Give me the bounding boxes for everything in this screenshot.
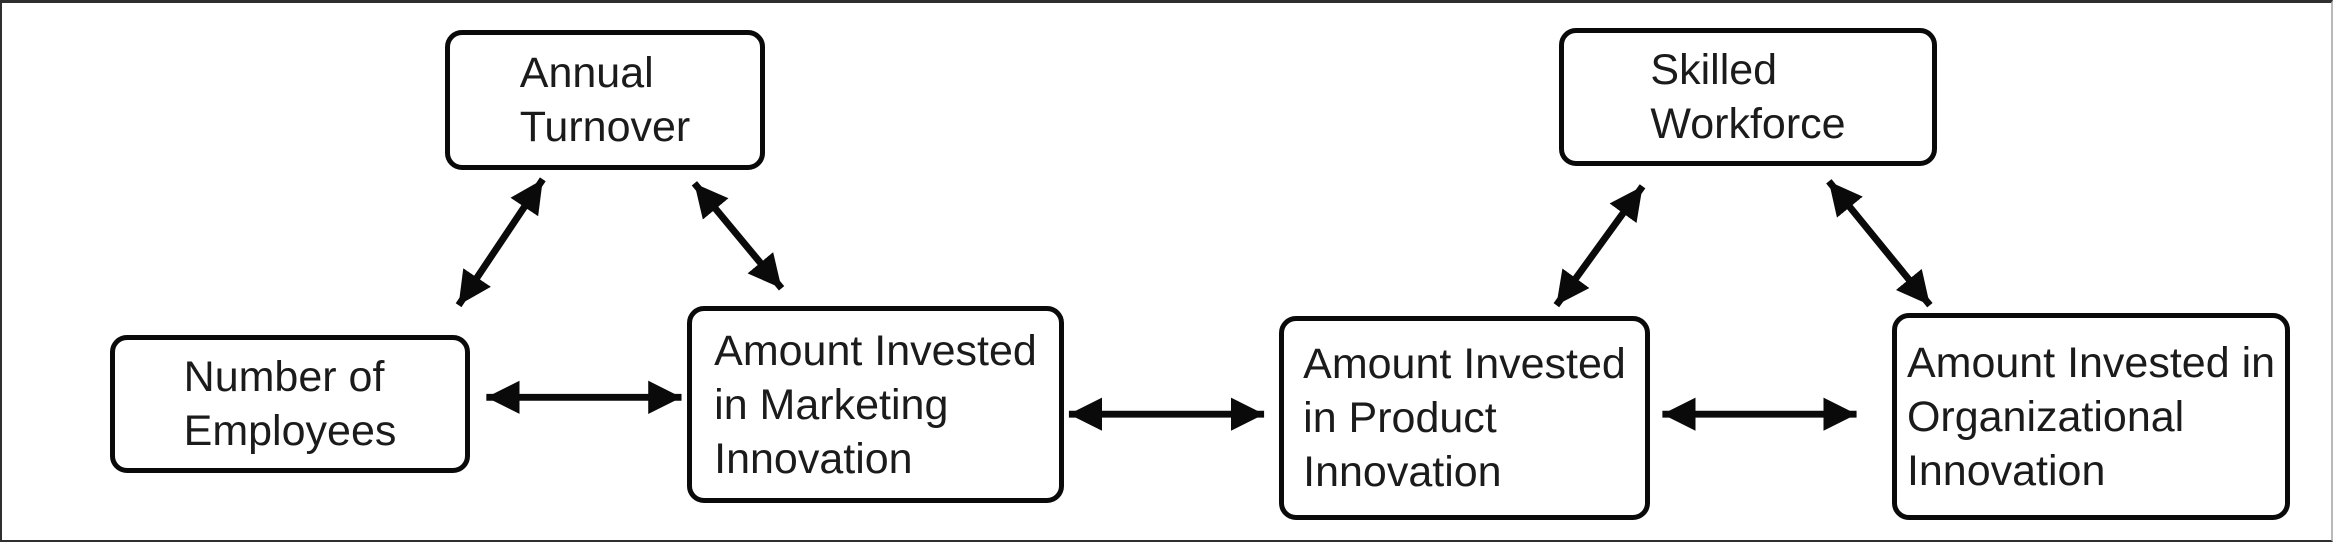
node-label-line: Amount Invested in — [1906, 338, 2276, 387]
node-label-line: Amount Invested — [1303, 340, 1626, 388]
node-annual-turnover-label: Annual Turnover — [520, 46, 690, 154]
arrow-annual-turnover-number-of-employees — [455, 177, 546, 308]
arrow-layer — [455, 177, 1933, 431]
node-number-of-employees-label: Number of Employees — [184, 350, 397, 458]
node-label-line: Workforce — [1650, 100, 1846, 148]
node-label-line: in Product — [1303, 394, 1497, 442]
node-product-innovation: Amount Invested in Product Innovation — [1279, 316, 1650, 520]
node-label-line: Innovation — [1906, 446, 2106, 495]
node-label-line: Skilled — [1650, 46, 1778, 94]
arrow-skilled-workforce-organizational-innovation — [1826, 179, 1933, 308]
node-label-line: in Marketing — [714, 380, 949, 429]
node-label-line: Annual — [519, 49, 654, 97]
node-label-line: Organizational — [1906, 392, 2185, 441]
arrow-annual-turnover-marketing-innovation — [691, 181, 785, 291]
node-skilled-workforce: Skilled Workforce — [1559, 28, 1937, 166]
node-annual-turnover: Annual Turnover — [445, 30, 765, 170]
node-label-line: Employees — [183, 407, 397, 455]
node-label-line: Innovation — [714, 434, 913, 483]
node-label-line: Turnover — [519, 103, 691, 151]
node-label-line: Innovation — [1303, 448, 1502, 496]
node-marketing-innovation: Amount Invested in Marketing Innovation — [687, 306, 1064, 503]
node-label-line: Number of — [183, 353, 385, 401]
node-label-line: Amount Invested — [714, 326, 1037, 375]
node-skilled-workforce-label: Skilled Workforce — [1650, 43, 1845, 151]
node-organizational-innovation: Amount Invested in Organizational Innova… — [1892, 313, 2290, 520]
arrow-skilled-workforce-product-innovation — [1553, 184, 1646, 308]
node-product-innovation-label: Amount Invested in Product Innovation — [1303, 337, 1626, 499]
node-organizational-innovation-label: Amount Invested in Organizational Innova… — [1907, 336, 2275, 498]
node-marketing-innovation-label: Amount Invested in Marketing Innovation — [714, 324, 1037, 486]
node-number-of-employees: Number of Employees — [110, 335, 470, 473]
